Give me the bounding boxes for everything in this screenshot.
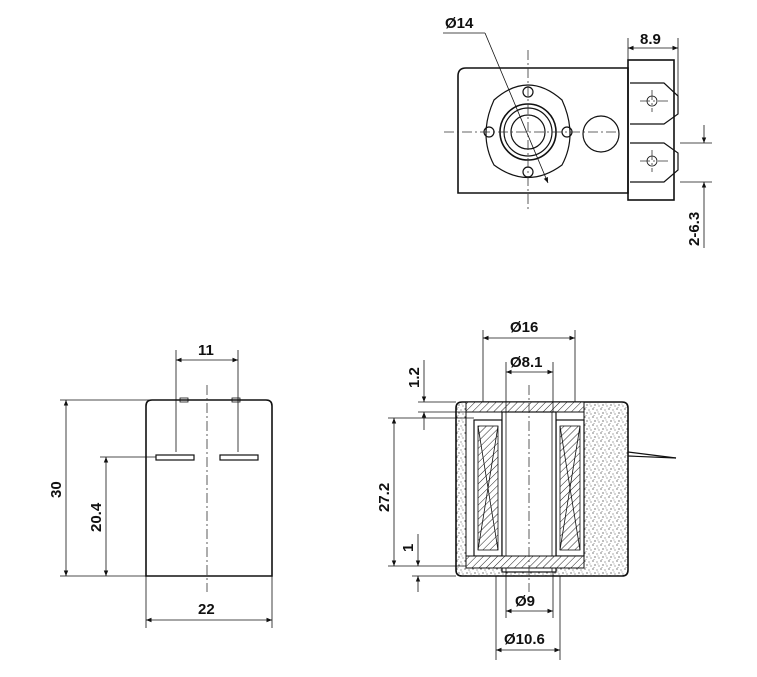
top-diameter-label: Ø14 bbox=[445, 15, 474, 32]
base-diameter-label: Ø10.6 bbox=[504, 631, 545, 648]
slot-left bbox=[155, 454, 195, 461]
side-view-body bbox=[145, 399, 273, 577]
side-width-label: 11 bbox=[198, 342, 214, 359]
top-gap-label: 1.2 bbox=[406, 367, 423, 388]
terminal-length-label: 8.9 bbox=[640, 31, 661, 48]
flange-plate bbox=[485, 84, 571, 178]
base-width-label: 22 bbox=[198, 601, 215, 618]
bore-tube bbox=[501, 411, 557, 573]
bottom-gap-label: 1 bbox=[400, 544, 417, 552]
terminal-block bbox=[627, 59, 675, 201]
slot-right bbox=[219, 454, 259, 461]
bore-label: Ø9 bbox=[515, 593, 535, 610]
terminal-width-label: 2-6.3 bbox=[686, 212, 703, 246]
side-boss-circle bbox=[582, 115, 620, 153]
terminal-top bbox=[630, 82, 679, 125]
lead-wire bbox=[627, 451, 677, 459]
bobbin-top-flange bbox=[465, 401, 585, 413]
section-view: Ø16 Ø8.1 1.2 27.2 1 Ø9 Ø10.6 bbox=[376, 319, 677, 660]
top-view-body bbox=[457, 67, 629, 194]
bobbin-bottom-flange bbox=[465, 555, 585, 569]
terminal-bottom bbox=[630, 142, 679, 183]
pin-stub-right bbox=[231, 397, 241, 403]
pin-stub-left bbox=[179, 397, 189, 403]
side-height-label: 30 bbox=[48, 481, 65, 498]
outer-diameter-label: Ø16 bbox=[510, 319, 538, 336]
slot-height-label: 20.4 bbox=[88, 502, 105, 532]
inner-diameter-label: Ø8.1 bbox=[510, 354, 543, 371]
top-view: Ø14 8.9 2-6.3 bbox=[443, 15, 712, 248]
side-view: 11 30 20.4 22 bbox=[48, 342, 273, 628]
diameter-leader bbox=[484, 32, 549, 184]
coil-height-label: 27.2 bbox=[376, 483, 393, 512]
